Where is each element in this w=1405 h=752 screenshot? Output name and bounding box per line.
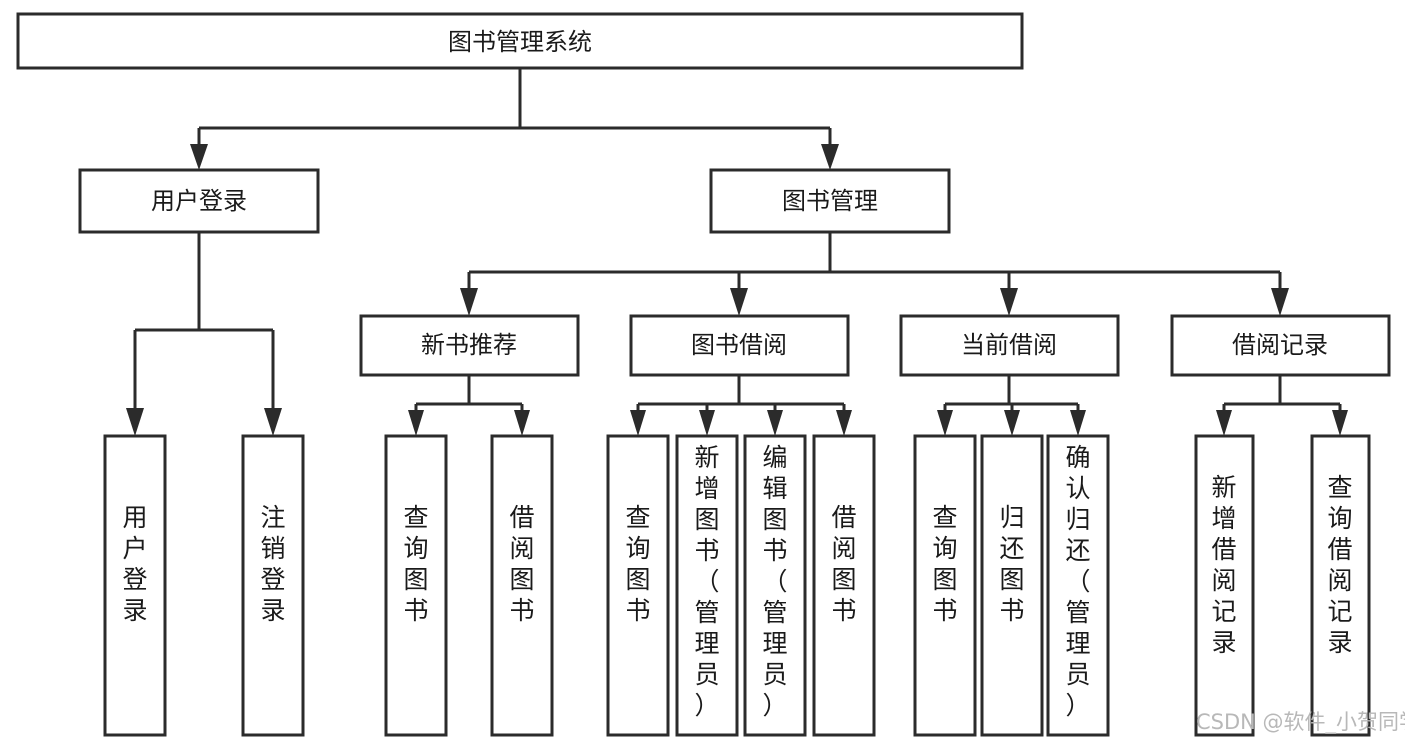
arrow-to-leaf-confirm-return: [1070, 410, 1086, 436]
node-leaf-logout-label: 注销登录: [260, 503, 285, 625]
node-leaf-add-book-label: 新增图书（管理员）: [694, 443, 719, 720]
node-leaf-query-book-3-box[interactable]: [913, 434, 977, 737]
node-leaf-borrow-book-1-label: 借阅图书: [509, 503, 534, 625]
edge-group-borrow-record-to-leaves: [1216, 375, 1348, 436]
arrow-to-leaf-query-book-3: [937, 410, 953, 436]
node-leaf-confirm-return[interactable]: 确认归还（管理员）: [1046, 434, 1110, 737]
node-user-login[interactable]: 用户登录: [78, 168, 320, 234]
arrow-to-current-borrow: [1000, 288, 1018, 316]
node-book-management[interactable]: 图书管理: [709, 168, 951, 234]
node-leaf-edit-book-label: 编辑图书（管理员）: [762, 443, 787, 720]
arrow-to-leaf-borrow-book-1: [514, 410, 530, 436]
node-leaf-user-login-box[interactable]: [103, 434, 167, 737]
edge-group-user-login-to-leaves: [126, 232, 282, 436]
node-root-box[interactable]: [16, 12, 1024, 70]
node-new-book-recommend[interactable]: 新书推荐: [359, 314, 580, 377]
edge-group-root-to-level2: [190, 68, 839, 170]
node-leaf-query-record-label: 查询借阅记录: [1327, 473, 1352, 657]
node-new-book-recommend-label: 新书推荐: [421, 331, 517, 359]
edge-group-book-management-to-level3: [460, 232, 1289, 316]
node-current-borrow[interactable]: 当前借阅: [899, 314, 1120, 377]
node-book-borrow-label: 图书借阅: [691, 331, 787, 359]
node-current-borrow-box[interactable]: [899, 314, 1120, 377]
node-borrow-record-box[interactable]: [1170, 314, 1391, 377]
node-leaf-borrow-book-2-box[interactable]: [812, 434, 876, 737]
node-leaf-add-record-box[interactable]: [1194, 434, 1255, 737]
node-leaf-query-book-1-box[interactable]: [384, 434, 448, 737]
node-leaf-return-book-box[interactable]: [980, 434, 1044, 737]
node-leaf-return-book[interactable]: 归还图书: [980, 434, 1044, 737]
node-root[interactable]: 图书管理系统: [16, 12, 1024, 70]
node-leaf-query-book-1[interactable]: 查询图书: [384, 434, 448, 737]
node-leaf-user-login[interactable]: 用户登录: [103, 434, 167, 737]
node-leaf-user-login-label: 用户登录: [122, 503, 147, 625]
node-leaf-borrow-book-1[interactable]: 借阅图书: [490, 434, 554, 737]
node-current-borrow-label: 当前借阅: [961, 331, 1057, 359]
node-leaf-add-record[interactable]: 新增借阅记录: [1194, 434, 1255, 737]
node-leaf-borrow-book-2[interactable]: 借阅图书: [812, 434, 876, 737]
arrow-to-leaf-query-record: [1332, 410, 1348, 436]
node-root-label: 图书管理系统: [448, 28, 592, 56]
arrow-to-user-login: [190, 144, 208, 170]
node-leaf-confirm-return-label: 确认归还（管理员）: [1065, 443, 1090, 720]
edge-group-book-borrow-to-leaves: [630, 375, 852, 436]
node-leaf-return-book-label: 归还图书: [999, 503, 1024, 625]
node-leaf-query-book-2[interactable]: 查询图书: [606, 434, 670, 737]
node-user-login-box[interactable]: [78, 168, 320, 234]
node-leaf-query-record-box[interactable]: [1310, 434, 1371, 737]
arrow-to-leaf-add-book: [699, 410, 715, 436]
arrow-to-borrow-record: [1271, 288, 1289, 316]
arrow-to-leaf-return-book: [1004, 410, 1020, 436]
node-leaf-edit-book[interactable]: 编辑图书（管理员）: [743, 434, 807, 737]
node-leaf-query-book-3[interactable]: 查询图书: [913, 434, 977, 737]
node-leaf-query-book-1-label: 查询图书: [403, 503, 428, 625]
arrow-to-leaf-user-login: [126, 408, 144, 436]
node-book-management-box[interactable]: [709, 168, 951, 234]
node-leaf-query-book-2-box[interactable]: [606, 434, 670, 737]
node-leaf-logout-box[interactable]: [241, 434, 305, 737]
node-leaf-add-record-label: 新增借阅记录: [1211, 473, 1236, 657]
arrow-to-leaf-logout: [264, 408, 282, 436]
node-leaf-query-book-3-label: 查询图书: [932, 503, 957, 625]
arrow-to-leaf-borrow-book-2: [836, 410, 852, 436]
arrow-to-leaf-edit-book: [767, 410, 783, 436]
node-leaf-add-book-box[interactable]: [675, 434, 739, 737]
node-borrow-record[interactable]: 借阅记录: [1170, 314, 1391, 377]
edge-group-current-borrow-to-leaves: [937, 375, 1086, 436]
node-leaf-query-book-2-label: 查询图书: [625, 503, 650, 625]
arrow-to-leaf-add-record: [1216, 410, 1232, 436]
node-leaf-query-record[interactable]: 查询借阅记录: [1310, 434, 1371, 737]
edge-group-new-book-recommend-to-leaves: [408, 375, 530, 436]
arrow-to-new-book-recommend: [460, 288, 478, 316]
node-book-borrow[interactable]: 图书借阅: [629, 314, 850, 377]
node-book-borrow-box[interactable]: [629, 314, 850, 377]
node-new-book-recommend-box[interactable]: [359, 314, 580, 377]
arrow-to-leaf-query-book-1: [408, 410, 424, 436]
node-leaf-borrow-book-1-box[interactable]: [490, 434, 554, 737]
arrow-to-book-management: [821, 144, 839, 170]
node-leaf-edit-book-box[interactable]: [743, 434, 807, 737]
node-borrow-record-label: 借阅记录: [1232, 331, 1328, 359]
node-leaf-add-book[interactable]: 新增图书（管理员）: [675, 434, 739, 737]
csdn-watermark: CSDN @软件_小贺同学: [1196, 710, 1405, 735]
node-book-management-label: 图书管理: [782, 187, 878, 215]
node-leaf-borrow-book-2-label: 借阅图书: [831, 503, 856, 625]
arrow-to-book-borrow: [730, 288, 748, 316]
node-user-login-label: 用户登录: [151, 187, 247, 215]
node-leaf-logout[interactable]: 注销登录: [241, 434, 305, 737]
node-leaf-confirm-return-box[interactable]: [1046, 434, 1110, 737]
arrow-to-leaf-query-book-2: [630, 410, 646, 436]
